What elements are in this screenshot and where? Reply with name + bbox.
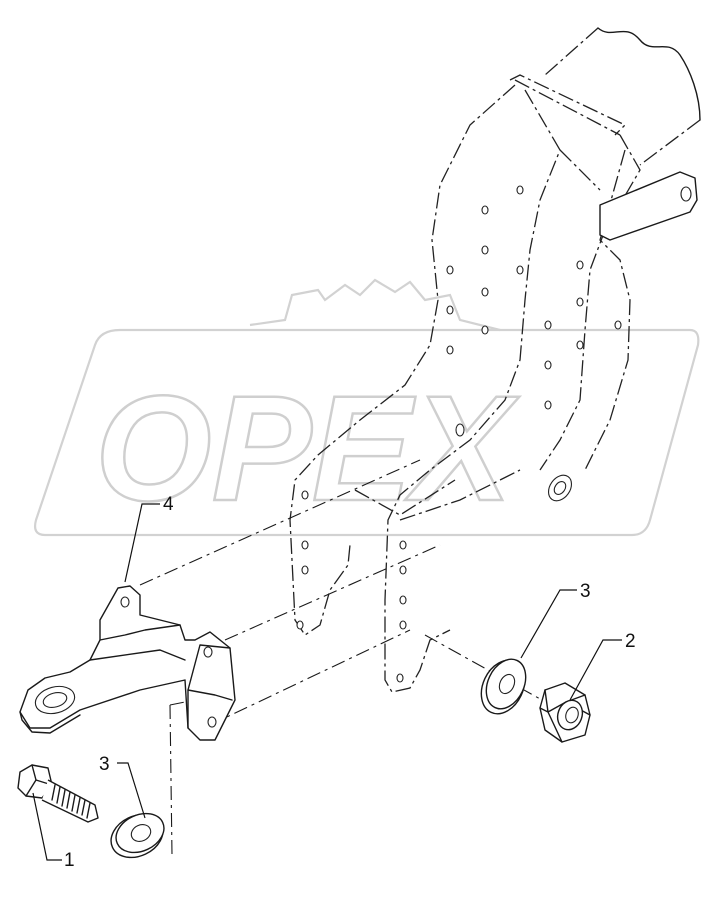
callout-3-right-label: 3 [580, 581, 591, 602]
callout-3-left-label: 3 [99, 754, 110, 775]
watermark-gear-icon [249, 278, 501, 332]
washer-right [480, 658, 527, 715]
washer-left [110, 812, 165, 859]
watermark-badge-outline [33, 328, 700, 537]
callout-2-label: 2 [625, 631, 636, 652]
frame-side-bracket [599, 171, 698, 241]
watermark-text: OPEX [95, 364, 520, 532]
frame-holes [296, 185, 622, 683]
frame-break-line [597, 27, 701, 121]
bolt [17, 764, 99, 823]
watermark: OPEX [33, 278, 700, 537]
assembly-axis-lines [139, 459, 561, 856]
callouts: 4 3 2 3 1 [32, 494, 636, 871]
towing-eye-bracket [19, 585, 236, 741]
callout-1-label: 1 [64, 850, 75, 871]
nut [539, 682, 591, 743]
tractor-frame [289, 27, 701, 693]
callout-4-label: 4 [163, 494, 174, 515]
